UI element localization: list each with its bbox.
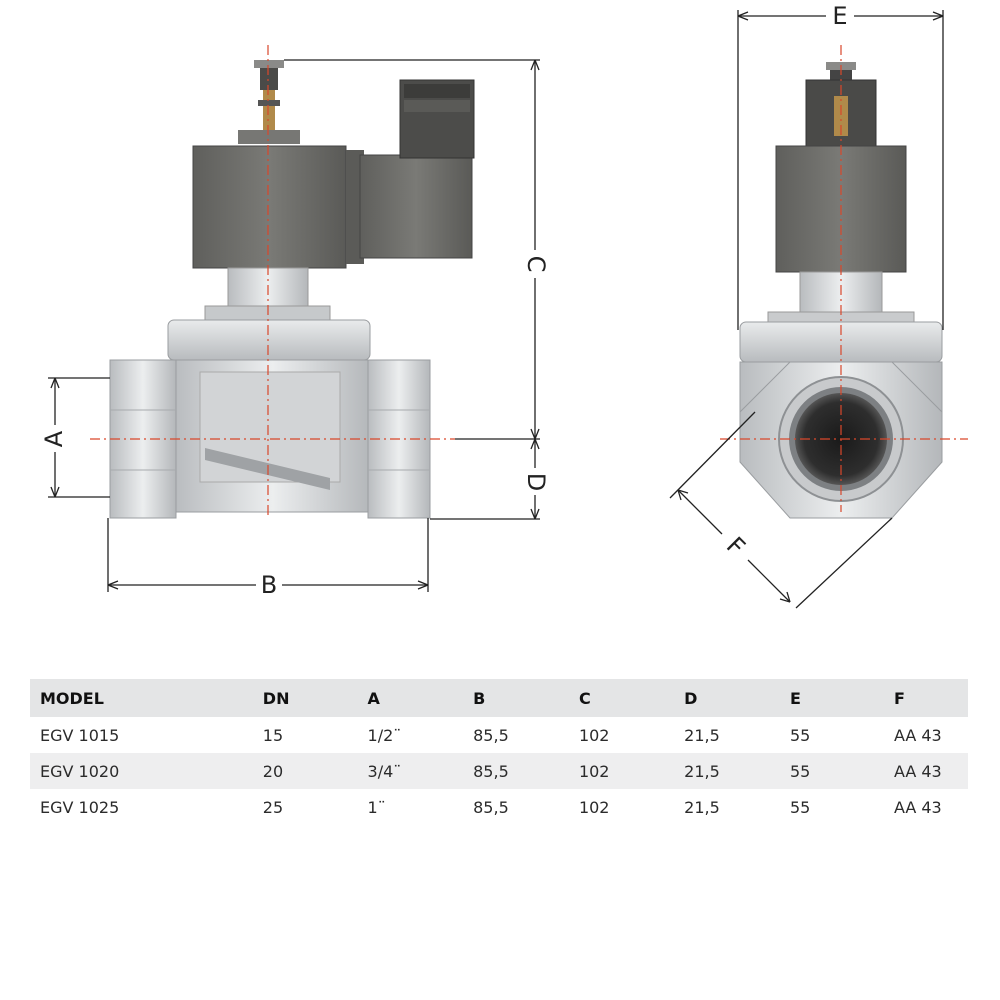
cell-d: 21,5: [674, 753, 780, 789]
header-d: D: [674, 679, 780, 717]
dim-label-c: C: [522, 256, 550, 273]
side-dimensions: [669, 10, 944, 609]
cell-f: AA 43: [883, 753, 968, 789]
front-view: [109, 60, 475, 519]
table-row: EGV 1015 15 1/2¨ 85,5 102 21,5 55 AA 43: [30, 717, 968, 753]
cell-a: 3/4¨: [357, 753, 464, 789]
cell-f: AA 43: [893, 725, 942, 745]
front-centerlines: [90, 45, 455, 515]
front-connector: [359, 79, 475, 259]
cell-e: 55: [789, 725, 811, 745]
cell-c: 102: [568, 753, 675, 789]
cell-d: 21,5: [684, 725, 720, 745]
cell-d: 21,5: [684, 797, 720, 817]
cell-b: 85,5: [463, 753, 569, 789]
side-centerlines: [720, 45, 968, 512]
header-f: F: [883, 679, 968, 717]
cell-b: 85,5: [473, 725, 509, 745]
header-c: C: [568, 679, 675, 717]
cell-c: 102: [578, 725, 610, 745]
cell-model: EGV 1015: [40, 725, 120, 745]
header-b: B: [463, 679, 569, 717]
dim-label-d: D: [522, 473, 550, 491]
header-model: MODEL: [30, 679, 253, 717]
cell-dn: 15: [262, 725, 284, 745]
front-coil: [192, 145, 347, 269]
cell-a: 1/2¨: [367, 725, 402, 745]
header-dn: DN: [252, 679, 358, 717]
cell-dn: 25: [262, 797, 284, 817]
cell-c: 102: [578, 797, 610, 817]
header-e: E: [779, 679, 884, 717]
cell-b: 85,5: [473, 797, 509, 817]
table-row: EGV 1020 20 3/4¨ 85,5 102 21,5 55 AA 43: [30, 753, 968, 789]
spec-table: MODEL DN A B C D E F EGV 1015 15 1/2¨ 85…: [30, 679, 968, 825]
front-dimensions: [48, 59, 540, 592]
front-flange: [167, 319, 371, 361]
dim-label-f: F: [721, 532, 751, 562]
table-row: EGV 1025 25 1¨ 85,5 102 21,5 55 AA 43: [30, 789, 968, 825]
cell-e: 55: [779, 753, 884, 789]
dim-label-b: B: [261, 571, 277, 599]
cell-dn: 20: [252, 753, 358, 789]
cell-model: EGV 1020: [30, 753, 253, 789]
valve-dimension-drawing: A B C D E F: [40, 2, 968, 609]
dim-label-e: E: [832, 2, 847, 30]
cell-model: EGV 1025: [40, 797, 120, 817]
table-header-row: MODEL DN A B C D E F: [30, 679, 968, 717]
front-stem: [238, 60, 300, 144]
header-a: A: [357, 679, 464, 717]
cell-e: 55: [789, 797, 811, 817]
cell-f: AA 43: [893, 797, 942, 817]
cell-a: 1¨: [367, 797, 386, 817]
dim-label-a: A: [40, 430, 68, 447]
